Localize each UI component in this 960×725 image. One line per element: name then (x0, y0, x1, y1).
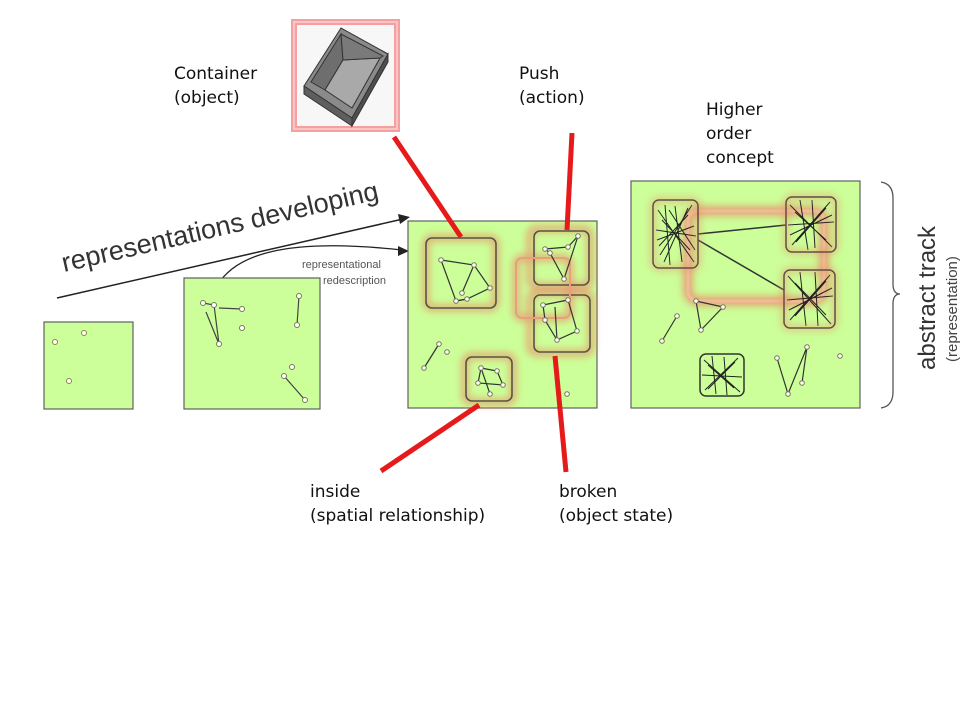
label-higher-order-concept: Higher order concept (706, 100, 774, 168)
label-container-object: Container (object) (174, 64, 258, 108)
label-push-action: Push (action) (519, 64, 585, 108)
connector-inside (379, 402, 481, 474)
connector-push (564, 132, 575, 231)
panel-stage-4 (630, 180, 861, 409)
connector-container (391, 135, 464, 239)
open-box-icon (303, 27, 389, 128)
redescription-arrow (216, 245, 403, 287)
abstract-track-title: abstract track (914, 225, 941, 370)
connector-broken (552, 355, 569, 473)
scribble-clusters (655, 199, 835, 396)
development-arrowhead (398, 214, 410, 224)
redescription-caption-2: redescription (323, 275, 386, 287)
panel-stage-1 (43, 321, 134, 410)
panel-stage-3 (407, 220, 598, 409)
panel-stage-2 (183, 277, 321, 410)
abstract-track-subtitle: (representation) (944, 256, 960, 362)
redescription-arrowhead (398, 246, 409, 256)
abstract-track-bracket (880, 181, 901, 409)
label-inside-spatial: inside (spatial relationship) (310, 482, 486, 526)
redescription-caption-1: representational (302, 259, 381, 271)
label-broken-state: broken (object state) (559, 482, 674, 526)
connector-lines (379, 132, 575, 474)
development-arrow (56, 218, 404, 299)
